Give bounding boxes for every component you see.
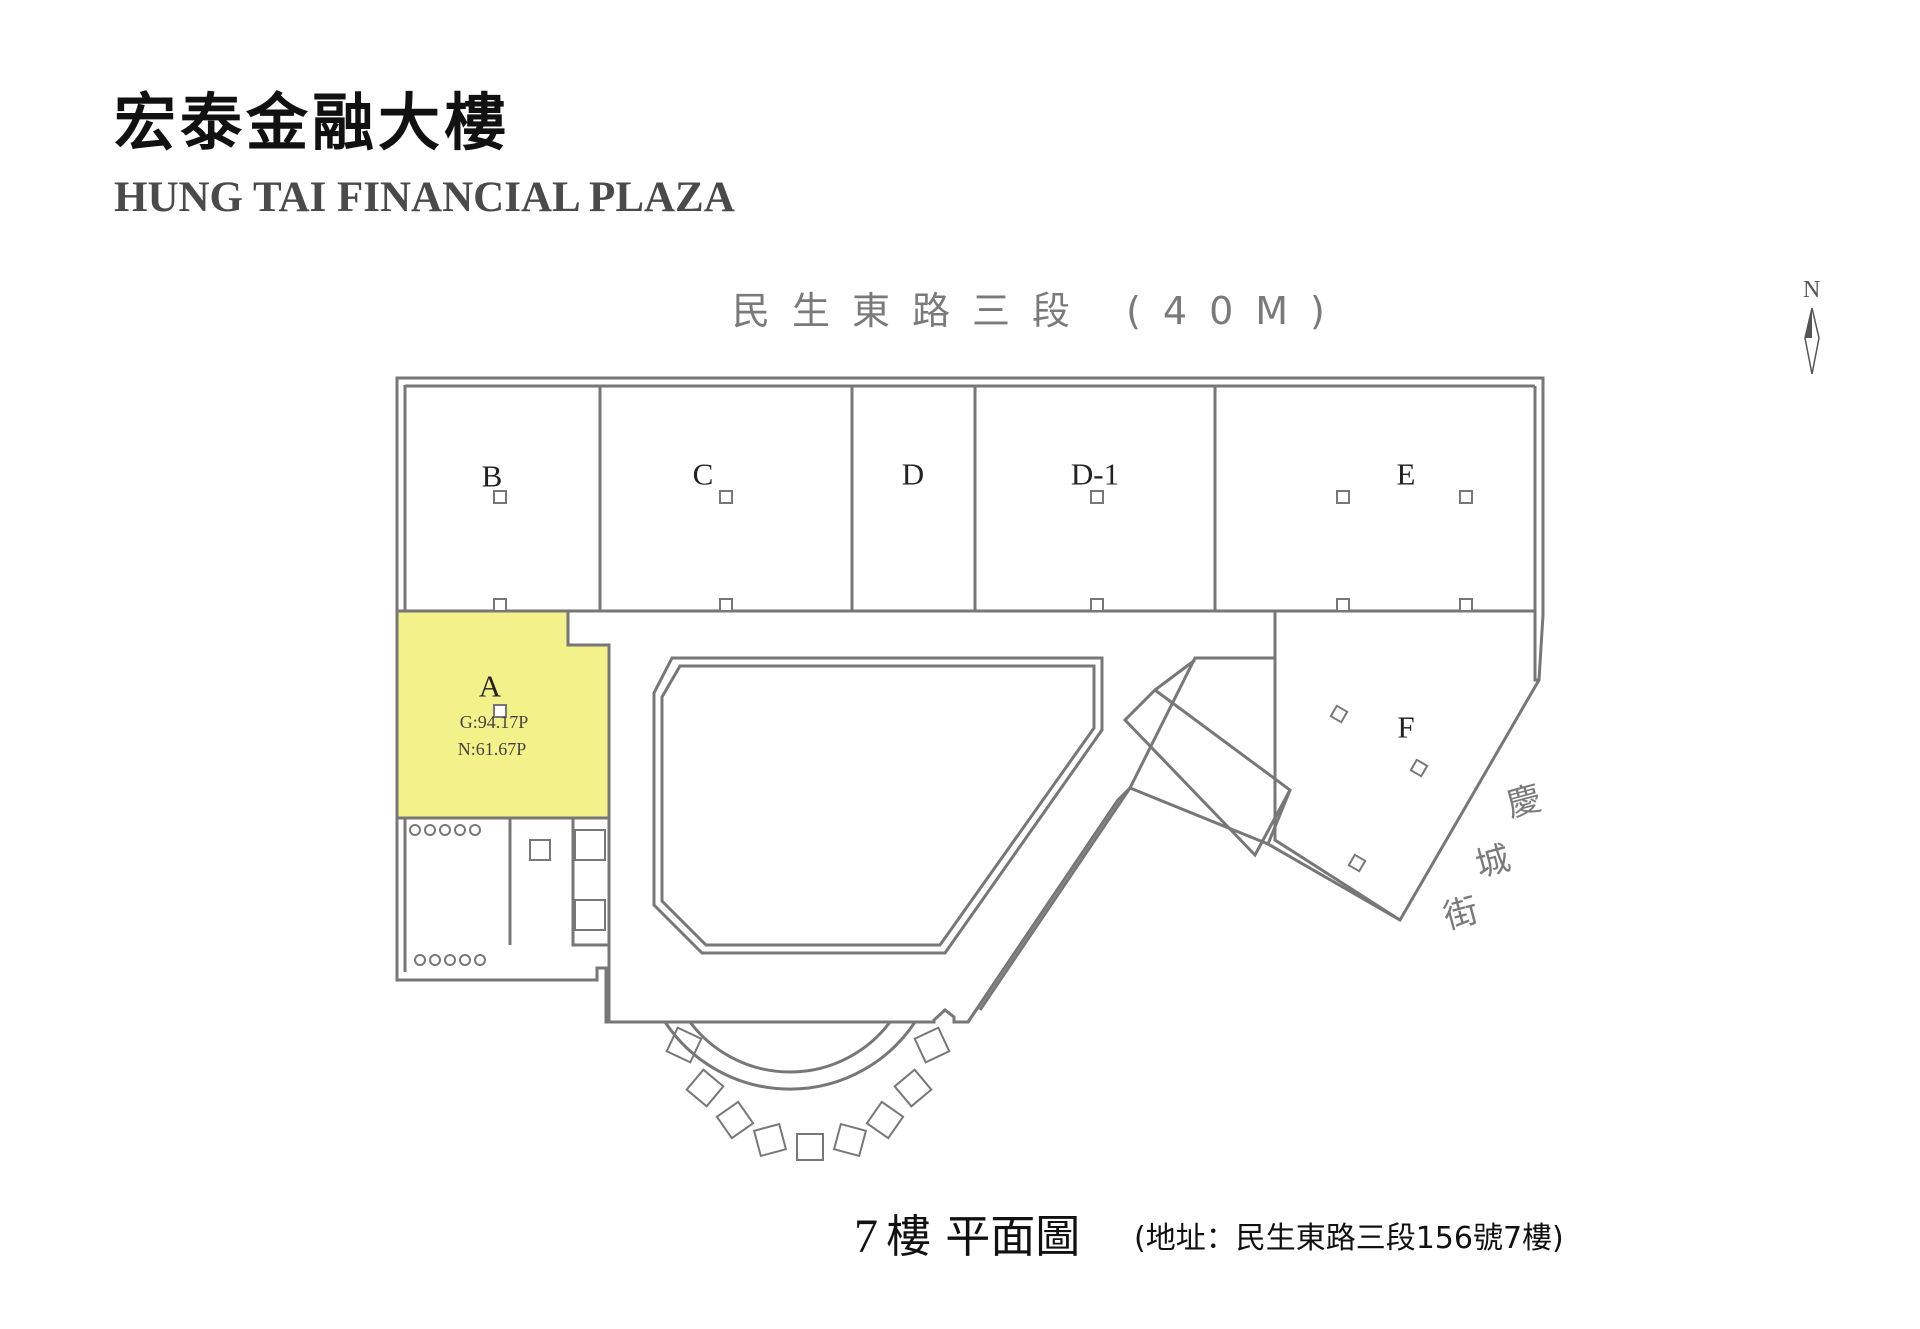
unit-e-label: E	[1396, 456, 1416, 492]
building-title-en: HUNG TAI FINANCIAL PLAZA	[114, 174, 735, 221]
floor-number: 7	[854, 1210, 878, 1263]
unit-b-label: B	[481, 458, 503, 494]
unit-a-gross-area: G:94.17P	[459, 712, 529, 732]
unit-c-label: C	[692, 456, 714, 492]
unit-f-label: F	[1397, 709, 1415, 745]
north-arrow-icon	[1804, 307, 1820, 374]
street-label-top: 民生東路三段 (40M)	[732, 289, 1347, 333]
unit-d-label: D	[901, 456, 925, 492]
building-outline	[395, 376, 1545, 1024]
unit-a-label: A	[478, 668, 502, 704]
unit-d1-label: D-1	[1070, 456, 1120, 492]
unit-a-net-area: N:61.67P	[457, 739, 527, 759]
floor-title: 樓 平面圖	[886, 1210, 1081, 1263]
building-title-zh: 宏泰金融大樓	[114, 86, 511, 159]
north-label: N	[1803, 277, 1821, 303]
address-label: (地址：民生東路三段156號7樓)	[1134, 1221, 1564, 1256]
